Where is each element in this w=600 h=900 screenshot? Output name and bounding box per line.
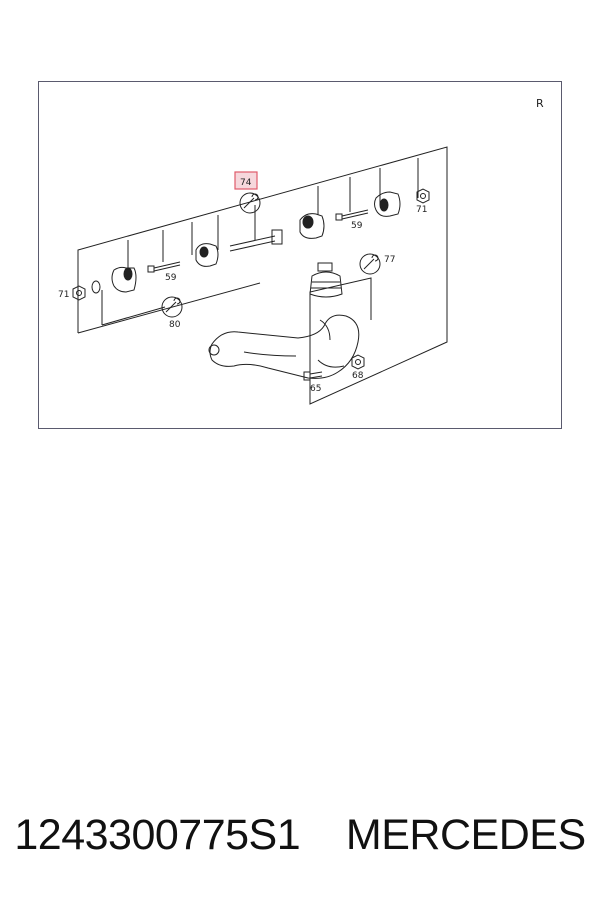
wrench-icon-74 [239,192,261,214]
nut-right [416,188,430,204]
leader-line [101,306,166,326]
callout-71-left[interactable]: 71 [58,290,69,300]
parts-diagram: 74 71 59 80 59 71 77 65 68 R [58,97,544,405]
callout-71-right[interactable]: 71 [416,205,427,215]
callout-80[interactable]: 80 [169,320,181,330]
parts-diagram-frame [38,81,562,429]
side-indicator: R [536,97,544,110]
callout-65[interactable]: 65 [310,384,321,394]
ball-joint-boot [309,262,343,298]
caption-gap [300,811,346,860]
bushing-right [374,191,401,217]
long-bolt [229,229,283,252]
bolt-left [147,261,181,273]
callout-74[interactable]: 74 [240,178,252,188]
assembly-outline [77,146,448,405]
brand-name: MERCEDES [345,810,586,859]
part-caption: 1243300775S1 MERCEDES [0,800,600,870]
callout-highlight-box [234,171,258,190]
callout-68[interactable]: 68 [352,371,364,381]
wrench-icon-80 [161,296,183,318]
wrench-icon-77 [359,253,381,275]
assembly-baseline [77,282,261,334]
washer-left [91,280,101,294]
bushing-left [111,266,137,293]
nut-68 [351,354,365,370]
bolt-65 [303,371,323,381]
bushing-mid-left [195,243,219,267]
bolt-right [335,209,369,221]
control-arm [208,314,360,379]
nut-left [72,285,86,301]
bushing-mid-right [299,213,325,239]
callout-77[interactable]: 77 [384,255,395,265]
part-number: 1243300775S1 [14,810,301,859]
callout-59-right[interactable]: 59 [351,221,363,231]
callout-59-left[interactable]: 59 [165,273,177,283]
